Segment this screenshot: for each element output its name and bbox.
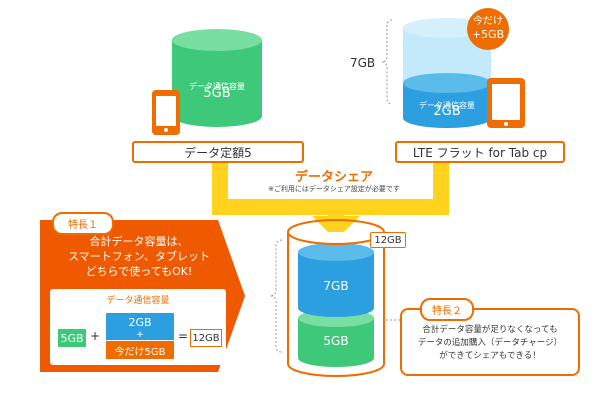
feature2-text: 合計データ容量が足りなくなっても データの追加購入（データチャージ） ができてシ…: [402, 324, 578, 363]
left-cylinder-value: 5GB: [203, 86, 231, 101]
formula-result: 12GB: [190, 329, 222, 347]
left-plan-label: データ定額5: [132, 141, 304, 163]
right-cylinder-caption: データ通信容量: [403, 93, 491, 112]
feature2-line1: 合計データ容量が足りなくなっても: [422, 325, 558, 335]
formula-value-bonus: 今だけ5GB: [106, 341, 174, 359]
feature2-line3: ができてシェアもできる！: [439, 351, 541, 361]
formula-title: データ通信容量: [106, 296, 170, 306]
share-note: ※ご利用にはデータシェア設定が必要です: [268, 185, 400, 193]
formula-plus: +: [90, 329, 101, 343]
combined-total-tag: 12GB: [370, 232, 406, 248]
right-cylinder-caption-text: データ通信容量: [419, 101, 475, 110]
share-connector: [212, 163, 449, 240]
feature2-line2: データの追加購入（データチャージ）: [417, 338, 563, 348]
right-cylinder-value: 2GB: [433, 104, 461, 119]
tablet-icon: [487, 78, 525, 128]
left-cylinder-caption: データ通信容量: [172, 74, 262, 93]
left-cylinder: [172, 29, 262, 127]
formula-value-5gb: 5GB: [58, 329, 86, 347]
formula-box: データ通信容量 5GB + 2GB + 今だけ5GB = 12GB: [50, 289, 226, 365]
combined-cylinder: [287, 219, 385, 377]
limited-time-badge: 今だけ +5GB: [467, 8, 509, 50]
feature1-tag: 特長１: [52, 212, 114, 235]
combined-brace-left: [269, 239, 283, 353]
feature1-line2: スマートフォン、タブレット: [67, 250, 210, 263]
feature1-text: 合計データ容量は、 スマートフォン、タブレット どちらで使ってもOK!: [44, 234, 234, 279]
right-plan-label: LTE フラット for Tab cp: [395, 141, 565, 163]
badge-line1: 今だけ: [473, 16, 503, 27]
formula-plus-inner: +: [106, 330, 174, 340]
right-capacity-label: 7GB: [350, 56, 376, 70]
smartphone-icon: [152, 90, 180, 135]
left-cylinder-caption-text: データ通信容量: [189, 82, 245, 91]
badge-line2: +5GB: [471, 28, 505, 41]
feature1-line3: どちらで使ってもOK!: [85, 265, 193, 278]
feature1-line1: 合計データ容量は、: [89, 235, 189, 248]
share-title: データシェア: [294, 170, 373, 185]
feature2-tag: 特長２: [420, 298, 474, 321]
combined-top-value: 7GB: [323, 279, 349, 293]
formula-equals: =: [178, 329, 189, 343]
capacity-brace-right: [381, 19, 393, 105]
formula-value-2gb: 2GB: [106, 313, 174, 331]
combined-bottom-value: 5GB: [323, 334, 349, 348]
